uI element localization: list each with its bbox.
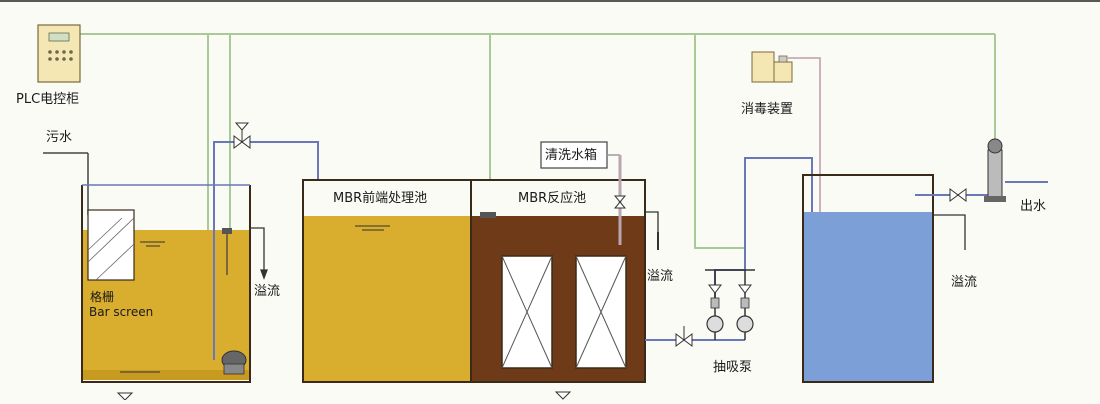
bar-screen-tank: [81, 184, 251, 383]
overflow-pipe-1: [250, 227, 268, 280]
suction-pump-icon: [706, 284, 754, 333]
membrane-module-2: [575, 255, 627, 369]
mbr-reactor-tank: [470, 179, 646, 383]
cleaning-water-tank: [540, 141, 627, 245]
drain-marker-1: [116, 392, 134, 401]
outlet-label: 出水: [1020, 199, 1047, 214]
suction-valve-icon: [675, 326, 693, 347]
inlet-valve-icon: [233, 122, 251, 149]
diffuser-icon: [480, 212, 496, 218]
plc-cabinet-label: PLC电控柜: [16, 92, 80, 107]
overflow-pipe-3: [933, 214, 966, 250]
bar-screen-panel: [87, 209, 135, 281]
overflow-label-2: 溢流: [647, 269, 674, 284]
membrane-module-1: [501, 255, 553, 369]
mbr-pre-treatment-label: MBR前端处理池: [333, 191, 428, 206]
lift-pump-icon: [221, 350, 247, 375]
level-sensor: [222, 228, 232, 234]
overflow-pipe-2: [645, 211, 659, 250]
suction-pump-label: 抽吸泵: [713, 360, 753, 375]
drain-marker-2: [554, 391, 572, 400]
outlet-pump-icon: [984, 138, 1006, 202]
suction-pipe: [645, 157, 813, 355]
sewage-label: 污水: [46, 130, 73, 145]
mbr-reactor-label: MBR反应池: [518, 191, 587, 206]
clean-water-tank: [802, 174, 934, 383]
disinfection-device-label: 消毒装置: [741, 102, 794, 117]
cleaning-water-tank-label: 清洗水箱: [545, 148, 598, 163]
outlet-pipe: [915, 181, 1048, 196]
overflow-label-3: 溢流: [951, 275, 978, 290]
plc-cabinet: [37, 24, 81, 83]
bar-screen-label-en: Bar screen: [89, 305, 154, 319]
overflow-label-1: 溢流: [254, 284, 281, 299]
sewage-inlet-pipe: [43, 152, 89, 215]
outlet-valve-icon: [949, 188, 967, 202]
mbr-pre-treatment-tank: [302, 179, 472, 383]
bar-screen-label-cn: 格栅: [90, 290, 115, 304]
